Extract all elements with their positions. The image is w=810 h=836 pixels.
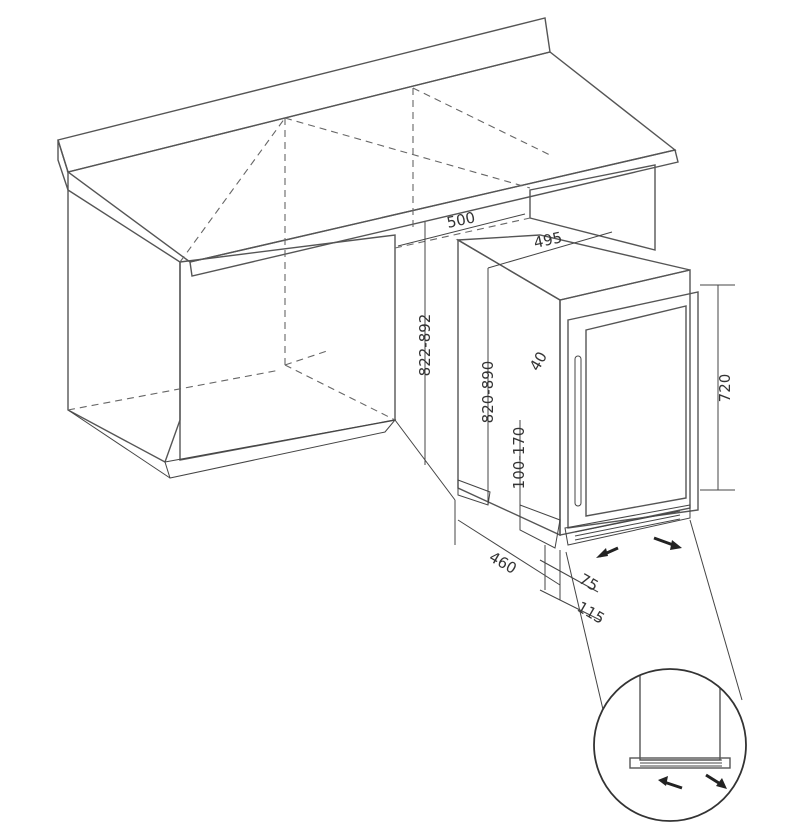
ventilation-grille <box>564 504 691 546</box>
unit-side <box>457 238 561 537</box>
kitchen-cabinet <box>67 164 656 501</box>
dim-460-label: 460 <box>486 548 520 578</box>
countertop-front-edge <box>189 149 679 277</box>
dim-75-label: 75 <box>576 570 602 595</box>
backsplash <box>57 17 551 173</box>
countertop-top <box>66 51 677 263</box>
airflow-arrows <box>596 536 682 558</box>
countertop <box>57 17 679 277</box>
dim-115-label: 115 <box>574 598 608 628</box>
cabinet-plinth <box>164 419 397 479</box>
magnifier-callout <box>565 519 747 822</box>
dim-500-label: 500 <box>445 208 477 232</box>
wine-cooler <box>455 234 699 549</box>
dim-495-label: 495 <box>532 228 564 252</box>
dim-820-890-label: 820-890 <box>479 361 497 424</box>
hidden-lines <box>67 87 551 421</box>
door-glass <box>585 305 687 517</box>
dimension-lines <box>397 213 735 621</box>
dim-100-170-label: 100-170 <box>510 427 528 490</box>
dim-40-label: 40 <box>526 348 551 374</box>
door-handle <box>574 355 582 507</box>
dim-720-label: 720 <box>716 374 734 403</box>
cabinet-left-side <box>67 188 181 464</box>
door-frame <box>567 291 699 529</box>
dim-822-892-label: 822-892 <box>416 314 434 377</box>
cabinet-right-section <box>529 164 656 251</box>
magnifier-circle <box>593 668 747 822</box>
